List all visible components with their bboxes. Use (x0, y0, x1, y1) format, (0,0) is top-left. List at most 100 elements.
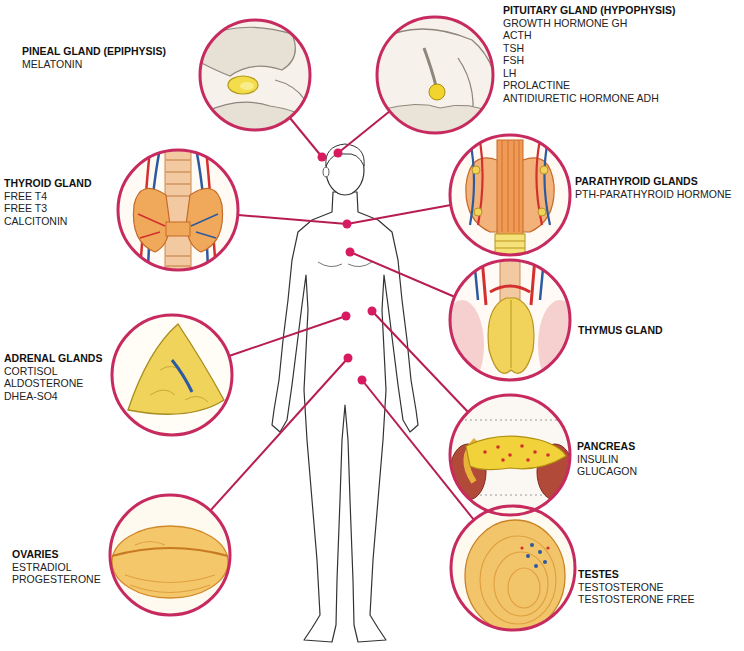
leader-lines (210, 111, 474, 520)
gland-dot (368, 307, 377, 316)
circle-border (112, 315, 232, 435)
chest-line (318, 262, 372, 267)
pineal-illustration (196, 20, 312, 140)
hormone-name: ALDOSTERONE (4, 377, 102, 390)
brain-fold (275, 80, 305, 100)
illustration-ground (450, 395, 570, 515)
testis (465, 520, 565, 632)
adrenal-illustration (112, 315, 232, 435)
circle-outline (451, 506, 575, 630)
gland-dot (358, 376, 367, 385)
parathyroid-illustration (450, 135, 570, 260)
circle-border (110, 495, 230, 615)
thyroid-isthmus (166, 222, 190, 236)
testis-layer (508, 568, 540, 608)
gland-dot (342, 312, 351, 321)
hormone-name: ESTRADIOL (12, 561, 101, 574)
gland-dots (318, 149, 377, 385)
hormone-name: PTH-PARATHYROID HORMONE (575, 188, 732, 201)
hormone-name: TESTOSTERONE (578, 581, 695, 594)
gland-circle: PARATHYROID GLANDSPTH-PARATHYROID HORMON… (450, 135, 570, 255)
gland-label: TESTESTESTOSTERONETESTOSTERONE FREE (578, 568, 695, 606)
illustration-ground (110, 495, 230, 615)
parathyroid-gland (472, 166, 480, 174)
gland-circle: PANCREASINSULINGLUCAGON (450, 395, 570, 515)
skull-base (378, 104, 496, 140)
vessel-dots (520, 546, 549, 549)
gland-label: PINEAL GLAND (EPIPHYSIS)MELATONIN (22, 45, 166, 70)
circle-outline (450, 135, 570, 255)
leader-line (350, 252, 455, 297)
leader-line (238, 215, 347, 224)
vessel-dots (526, 543, 547, 568)
thyroid-lobe (133, 188, 170, 252)
pituitary-stalk (424, 48, 436, 86)
trachea-stripes (502, 140, 519, 232)
circle-border (450, 260, 570, 380)
parathyroid-gland (540, 166, 548, 174)
illustration-ground (112, 315, 232, 435)
gland-label: THYMUS GLAND (578, 324, 663, 337)
gland-circle: THYROID GLANDFREE T4FREE T3CALCITONIN (118, 150, 238, 270)
gland-name: PANCREAS (577, 440, 637, 453)
thyroid-lobe (186, 188, 223, 252)
gland-label: THYROID GLANDFREE T4FREE T3CALCITONIN (4, 177, 92, 227)
hormone-name: FREE T3 (4, 202, 92, 215)
head-outline (326, 145, 364, 195)
hormone-name: ACTH (503, 29, 676, 42)
leader-line (290, 118, 322, 157)
gland-name: PINEAL GLAND (EPIPHYSIS) (22, 45, 166, 58)
leader-line (338, 111, 390, 153)
circle-outline (200, 20, 310, 130)
circle-outline (450, 395, 570, 515)
hormone-name: CALCITONIN (4, 215, 92, 228)
hormone-name: MELATONIN (22, 58, 166, 71)
gland-name: PITUITARY GLAND (HYPOPHYSIS) (503, 4, 676, 17)
hormone-name: LH (503, 67, 676, 80)
testis-layer (480, 536, 556, 624)
vein (470, 140, 550, 225)
hormone-name: DHEA-SO4 (4, 390, 102, 403)
gland-name: ADRENAL GLANDS (4, 352, 102, 365)
circle-outline (377, 17, 493, 133)
islet-dots (483, 444, 550, 462)
pineal-gland-core (240, 82, 254, 90)
hormone-name: FREE T4 (4, 190, 92, 203)
trachea (165, 148, 191, 272)
artery (478, 140, 542, 225)
circle-border (377, 17, 493, 133)
circle-outline (110, 495, 230, 615)
gland-circle: PITUITARY GLAND (HYPOPHYSIS)GROWTH HORMO… (377, 17, 493, 133)
adrenal-vein (172, 360, 192, 392)
ear (323, 167, 329, 177)
circle-outline (118, 150, 238, 270)
lung (538, 300, 582, 390)
gland-label: OVARIESESTRADIOLPROGESTERONE (12, 548, 101, 586)
hormone-name: PROGESTERONE (12, 573, 101, 586)
lung (440, 300, 484, 390)
brain-fold (200, 102, 312, 140)
gland-dot (344, 354, 353, 363)
thyroid-illustration (118, 148, 238, 272)
pancreas-gland (466, 436, 566, 469)
circle-outline (450, 260, 570, 380)
brain-fold (196, 27, 295, 76)
parathyroid-gland (474, 208, 482, 216)
gland-name: THYROID GLAND (4, 177, 92, 190)
gland-name: TESTES (578, 568, 695, 581)
circle-border (118, 150, 238, 270)
gland-circle: ADRENAL GLANDSCORTISOLALDOSTERONEDHEA-SO… (112, 315, 232, 435)
hormone-name: GLUCAGON (577, 465, 637, 478)
circle-border (451, 506, 575, 630)
gland-name: THYMUS GLAND (578, 324, 663, 337)
hormone-name: CORTISOL (4, 365, 102, 378)
hormone-name: TSH (503, 42, 676, 55)
leader-line (347, 205, 451, 224)
ovary (112, 526, 228, 598)
ovary-illustration (110, 495, 230, 615)
gland-circle: OVARIESESTRADIOLPROGESTERONE (110, 495, 230, 615)
thymus-lobes (488, 298, 534, 373)
hormone-name: FSH (503, 54, 676, 67)
ovary-fold (112, 548, 228, 556)
gland-dot (343, 220, 352, 229)
